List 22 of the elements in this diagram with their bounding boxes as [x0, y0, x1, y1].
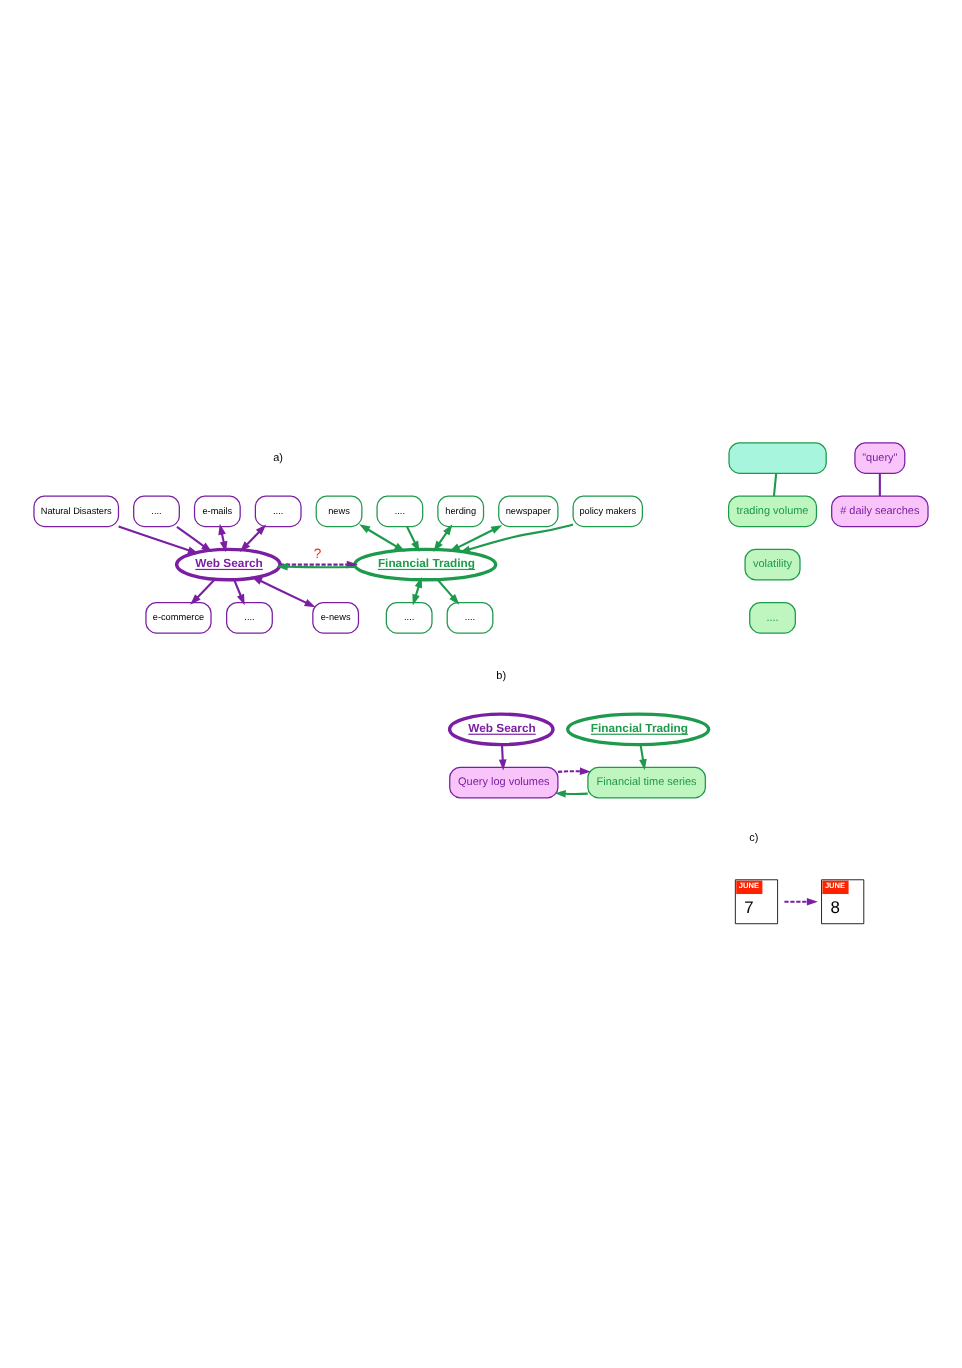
- arrow: [784, 896, 818, 905]
- arrow: [190, 577, 216, 604]
- arrow: [436, 578, 460, 604]
- arrow: [498, 743, 507, 770]
- arrow: [406, 525, 420, 552]
- arrow: [176, 524, 213, 552]
- arrow: [554, 789, 588, 797]
- arrow: [276, 561, 356, 570]
- arrow: [557, 766, 591, 775]
- arrow: [280, 559, 358, 568]
- node-box: [728, 441, 827, 473]
- arrow: [251, 575, 316, 607]
- arrow: [239, 523, 267, 551]
- arrow: [433, 523, 453, 551]
- arrow: [449, 524, 503, 551]
- arrow: [459, 522, 574, 552]
- arrow: [233, 578, 245, 605]
- arrow: [118, 524, 199, 553]
- arrow: [359, 523, 406, 551]
- connector: [878, 472, 881, 495]
- connector: [772, 472, 778, 496]
- arrow: [639, 743, 647, 770]
